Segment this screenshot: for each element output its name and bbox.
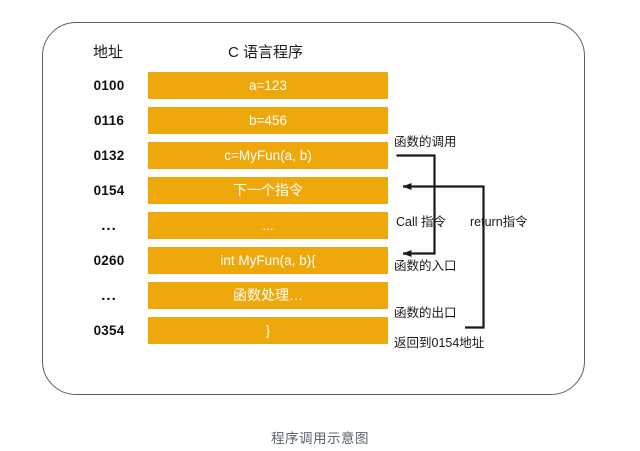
memory-row-address: 0354 bbox=[93, 323, 125, 338]
annotation-call-instruction: Call 指令 bbox=[396, 215, 447, 229]
memory-row-bar: c=MyFun(a, b) bbox=[148, 142, 388, 169]
memory-row-address: 0100 bbox=[93, 78, 125, 93]
annotation-return-address: 返回到0154地址 bbox=[394, 336, 485, 350]
annotation-function-entry: 函数的入口 bbox=[394, 259, 457, 273]
memory-row: 0354} bbox=[0, 317, 640, 344]
memory-row-code: 函数处理… bbox=[233, 287, 303, 303]
memory-row-code: b=456 bbox=[249, 113, 287, 128]
annotation-function-exit: 函数的出口 bbox=[394, 306, 457, 320]
memory-row-bar: int MyFun(a, b){ bbox=[148, 247, 388, 274]
memory-row: 0116 b=456 bbox=[0, 107, 640, 134]
memory-row-code: a=123 bbox=[249, 78, 287, 93]
memory-row-bar: b=456 bbox=[148, 107, 388, 134]
memory-row-code: 下一个指令 bbox=[233, 182, 303, 198]
memory-row: 0132 c=MyFun(a, b) bbox=[0, 142, 640, 169]
memory-row-bar: } bbox=[148, 317, 388, 344]
memory-row: 0154 下一个指令 bbox=[0, 177, 640, 204]
memory-row: 0100 a=123 bbox=[0, 72, 640, 99]
column-header-program: C 语言程序 bbox=[228, 44, 304, 61]
column-header-address: 地址 bbox=[93, 44, 124, 61]
memory-row: 0260 int MyFun(a, b){ bbox=[0, 247, 640, 274]
memory-row: ... 函数处理… bbox=[0, 282, 640, 309]
memory-row-address: ... bbox=[101, 217, 117, 234]
memory-row-code: c=MyFun(a, b) bbox=[224, 148, 312, 163]
memory-row-code: } bbox=[265, 323, 271, 338]
annotation-return-instruction: return指令 bbox=[470, 215, 528, 229]
memory-row-bar: 下一个指令 bbox=[148, 177, 388, 204]
memory-row: ...... bbox=[0, 212, 640, 239]
annotation-call-title: 函数的调用 bbox=[394, 135, 457, 149]
memory-row-bar: ... bbox=[148, 212, 388, 239]
memory-row-bar: 函数处理… bbox=[148, 282, 388, 309]
memory-row-address: 0260 bbox=[93, 253, 125, 268]
figure-caption: 程序调用示意图 bbox=[271, 431, 369, 446]
memory-row-address: 0116 bbox=[93, 113, 125, 128]
memory-row-address: 0132 bbox=[93, 148, 125, 163]
memory-row-address: ... bbox=[101, 287, 117, 304]
memory-row-code: ... bbox=[262, 218, 274, 233]
memory-row-bar: a=123 bbox=[148, 72, 388, 99]
memory-row-code: int MyFun(a, b){ bbox=[220, 253, 316, 268]
memory-row-address: 0154 bbox=[93, 183, 125, 198]
